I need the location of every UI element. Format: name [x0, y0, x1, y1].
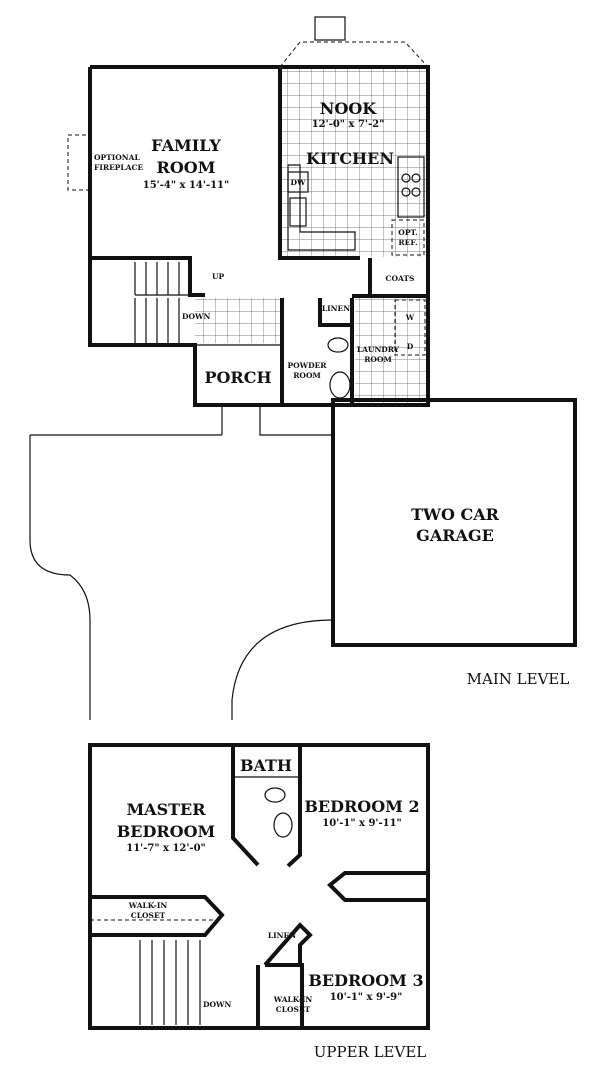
- ref-label-2: REF.: [398, 238, 417, 247]
- dryer-label: D: [407, 342, 414, 351]
- nook-dims: 12'-0" x 7'-2": [312, 119, 385, 130]
- nook-label: NOOK: [320, 99, 378, 118]
- bedroom-3-dims: 10'-1" x 9'-9": [330, 992, 403, 1003]
- dishwasher-label: DW: [291, 178, 307, 187]
- linen-label: LINEN: [322, 304, 350, 313]
- master-bedroom-label-2: BEDROOM: [117, 822, 215, 841]
- powder-room-label: POWDER: [287, 361, 327, 370]
- fireplace-label-2: FIREPLACE: [94, 163, 143, 172]
- garage: [331, 398, 577, 647]
- upper-level-title: UPPER LEVEL: [314, 1043, 427, 1061]
- upper-level: MASTER BEDROOM 11'-7" x 12'-0" BATH BEDR…: [88, 743, 430, 1061]
- washer-dryer-icon: [394, 299, 426, 356]
- main-level: FAMILY ROOM 15'-4" x 14'-11" OPTIONAL FI…: [29, 16, 577, 720]
- fireplace-icon: [67, 134, 91, 191]
- stairs-down-label: DOWN: [182, 312, 210, 321]
- bedroom3-walls: [256, 922, 313, 1028]
- kitchen-counter: [287, 164, 356, 251]
- coats-label: COATS: [386, 274, 415, 283]
- entry-tile: [195, 298, 280, 343]
- exterior-wall: [90, 65, 430, 407]
- stair-wall: [90, 256, 205, 297]
- bath-label: BATH: [240, 756, 292, 775]
- upper-stairs: [139, 940, 201, 1025]
- laundry-room-label: LAUNDRY: [357, 345, 400, 354]
- sink-icon: [289, 197, 307, 227]
- sink-icon: [273, 812, 293, 838]
- ref-label: OPT.: [398, 228, 417, 237]
- walk-in-closet-label-2: CLOSET: [131, 911, 166, 920]
- master-bedroom-dims: 11'-7" x 12'-0": [126, 843, 206, 854]
- chimney: [314, 16, 346, 41]
- bay-window: [279, 41, 429, 68]
- walk-in-closet-2-label-2: CLOSET: [276, 1005, 311, 1014]
- bedroom-2-dims: 10'-1" x 9'-11": [322, 818, 402, 829]
- walk-in-closet-label: WALK-IN: [128, 901, 168, 910]
- laundry-tile: [355, 298, 426, 403]
- stairs: [134, 262, 190, 345]
- toilet-icon: [327, 337, 349, 353]
- toilet-icon: [264, 787, 286, 803]
- main-level-title: MAIN LEVEL: [467, 670, 570, 688]
- kitchen-label: KITCHEN: [306, 149, 394, 168]
- walkway: [221, 405, 333, 436]
- interior-walls: [280, 258, 428, 405]
- driveway-edge: [231, 619, 334, 720]
- master-bedroom-label: MASTER: [126, 800, 206, 819]
- bedroom-3-label: BEDROOM 3: [308, 971, 423, 990]
- kitchen-wall: [278, 67, 360, 260]
- closet-walls: [90, 895, 225, 937]
- stairs-up-label: UP: [212, 272, 225, 281]
- driveway: [29, 434, 222, 720]
- stairs-down-label: DOWN: [203, 1000, 231, 1009]
- linen-label: LINEN: [268, 931, 296, 940]
- walk-in-closet-2-label: WALK-IN: [273, 995, 313, 1004]
- refrigerator-icon: [391, 219, 425, 256]
- laundry-room-label-2: ROOM: [364, 355, 392, 364]
- sink-icon: [329, 371, 351, 399]
- garage-label: TWO CAR: [411, 505, 500, 524]
- porch-label: PORCH: [204, 368, 271, 387]
- bedroom2-wall: [327, 871, 428, 902]
- range-icon: [397, 156, 425, 218]
- garage-label-2: GARAGE: [416, 526, 494, 545]
- dishwasher-icon: [287, 171, 309, 193]
- family-room-label-2: ROOM: [157, 158, 216, 177]
- powder-room-label-2: ROOM: [293, 371, 321, 380]
- bath-walls: [231, 745, 302, 868]
- washer-label: W: [405, 313, 415, 322]
- family-room-dims: 15'-4" x 14'-11": [143, 180, 229, 191]
- family-room-label: FAMILY: [151, 136, 221, 155]
- fireplace-label: OPTIONAL: [94, 153, 140, 162]
- bedroom-2-label: BEDROOM 2: [304, 797, 419, 816]
